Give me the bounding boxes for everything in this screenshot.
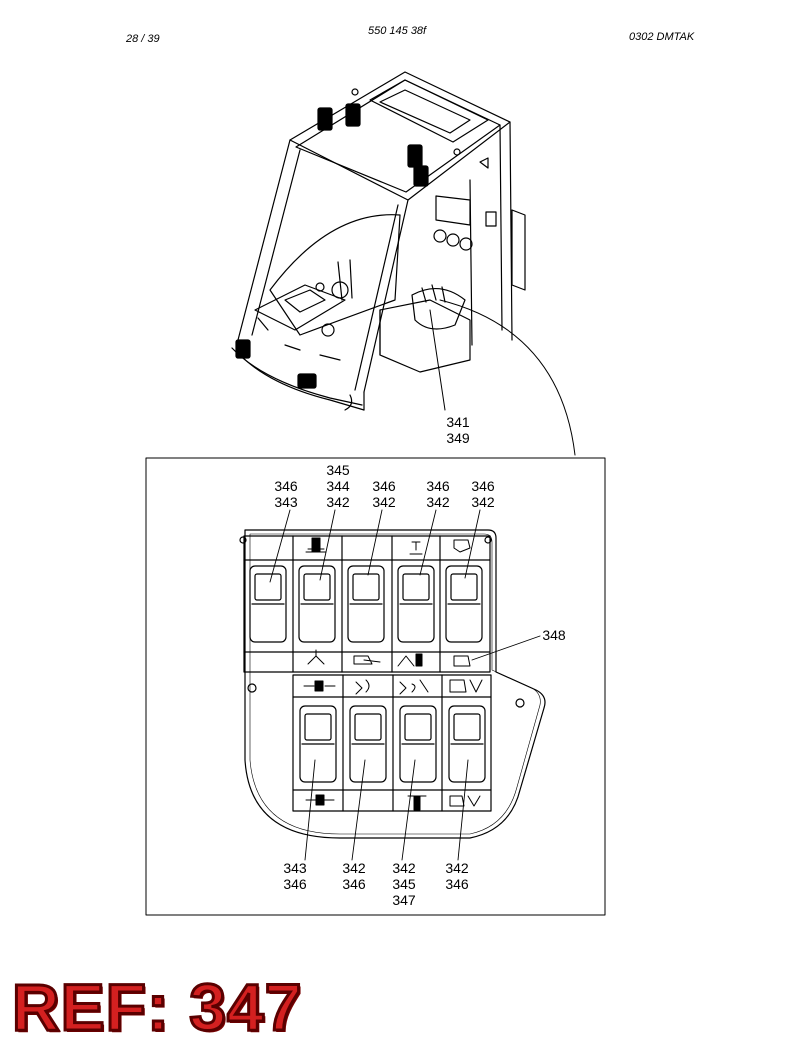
callout-text: 347 bbox=[392, 892, 416, 908]
rocker-switch-upper-1 bbox=[249, 565, 287, 643]
operator-cab-illustration bbox=[231, 71, 526, 411]
callout-text: 346 bbox=[445, 876, 469, 892]
document-code: 0302 DMTAK bbox=[629, 31, 695, 43]
callout-text: 342 bbox=[372, 494, 396, 510]
callout-text: 343 bbox=[283, 860, 307, 876]
rocker-switch-lower-4 bbox=[448, 705, 486, 783]
callout-side: 348 bbox=[534, 627, 574, 643]
callout-text: 342 bbox=[342, 860, 366, 876]
callout-text: 342 bbox=[392, 860, 416, 876]
rocker-switch-lower-1 bbox=[299, 705, 337, 783]
rocker-switch-upper-5 bbox=[445, 565, 483, 643]
reference-label: REF: 347 bbox=[10, 970, 303, 1044]
callout-upper-2: 345 344 342 bbox=[318, 462, 358, 510]
callout-text: 346 bbox=[471, 478, 495, 494]
callout-text: 341 bbox=[446, 414, 470, 430]
rocker-switch-upper-3 bbox=[347, 565, 385, 643]
callout-text: 349 bbox=[446, 430, 470, 446]
document-number: 550 145 38f bbox=[368, 25, 427, 37]
callout-text: 346 bbox=[274, 478, 298, 494]
callout-text: 346 bbox=[283, 876, 307, 892]
callout-lower-1: 343 346 bbox=[275, 860, 315, 892]
callout-text: 345 bbox=[392, 876, 416, 892]
callout-lower-2: 342 346 bbox=[334, 860, 374, 892]
callout-text: 346 bbox=[342, 876, 366, 892]
rocker-switch-upper-4 bbox=[397, 565, 435, 643]
callout-upper-4: 346 342 bbox=[418, 478, 458, 510]
callout-text: 348 bbox=[542, 627, 566, 643]
callout-text: 344 bbox=[326, 478, 350, 494]
callout-upper-5: 346 342 bbox=[463, 478, 503, 510]
switch-panel bbox=[239, 529, 546, 839]
callout-text: 342 bbox=[471, 494, 495, 510]
callout-upper-1: 346 343 bbox=[266, 478, 306, 510]
callout-lower-3: 342 345 347 bbox=[384, 860, 424, 908]
rocker-switch-lower-2 bbox=[349, 705, 387, 783]
callout-text: 342 bbox=[445, 860, 469, 876]
callout-text: 345 bbox=[326, 462, 350, 478]
callout-upper-3: 346 342 bbox=[364, 478, 404, 510]
callout-text: 342 bbox=[326, 494, 350, 510]
callout-text: 346 bbox=[372, 478, 396, 494]
rocker-switch-lower-3 bbox=[399, 705, 437, 783]
callout-lower-4: 342 346 bbox=[437, 860, 477, 892]
callout-text: 343 bbox=[274, 494, 298, 510]
page-number: 28 / 39 bbox=[126, 33, 160, 45]
callout-text: 342 bbox=[426, 494, 450, 510]
callout-text: 346 bbox=[426, 478, 450, 494]
rocker-switch-upper-2 bbox=[298, 565, 336, 643]
detail-frame bbox=[145, 457, 606, 916]
callout-top: 341 349 bbox=[438, 414, 478, 446]
